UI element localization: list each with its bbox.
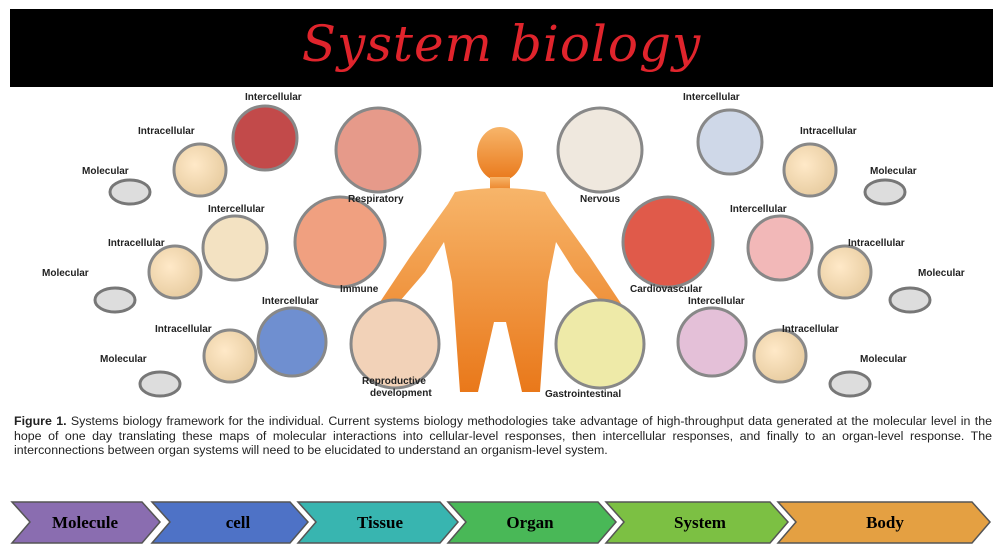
step-label-system: System xyxy=(674,513,726,532)
nervous-chain xyxy=(558,108,905,204)
step-body: Body xyxy=(778,502,990,543)
systems-biology-diagram: Intercellular Intracellular Molecular Re… xyxy=(0,92,1003,410)
page-title: System biology xyxy=(10,15,993,73)
step-system: System xyxy=(606,502,788,543)
gastrointestinal-chain xyxy=(556,300,870,396)
cardiovascular-molecular-label: Molecular xyxy=(918,268,965,279)
nervous-intracellular-label: Intracellular xyxy=(800,126,857,137)
nervous-intercellular-label: Intercellular xyxy=(683,92,740,103)
step-label-organ: Organ xyxy=(506,513,554,532)
respiratory-intracellular-label: Intracellular xyxy=(138,126,195,137)
reproductive-molecular-label: Molecular xyxy=(100,354,147,365)
respiratory-chain xyxy=(110,106,420,204)
caption-text: Systems biology framework for the indivi… xyxy=(14,414,992,457)
reproductive-intercellular-label: Intercellular xyxy=(262,296,319,307)
gastrointestinal-intercellular-label: Intercellular xyxy=(688,296,745,307)
step-organ: Organ xyxy=(448,502,616,543)
cardiovascular-organ-label: Cardiovascular xyxy=(630,284,702,295)
step-cell: cell xyxy=(152,502,308,543)
immune-organ-label: Immune xyxy=(340,284,379,295)
step-label-body: Body xyxy=(866,513,904,532)
respiratory-intercellular-label: Intercellular xyxy=(245,92,302,103)
reproductive-organ-label-line1: Reproductive xyxy=(362,376,426,387)
gastrointestinal-intracellular-label: Intracellular xyxy=(782,324,839,335)
gastrointestinal-organ-label: Gastrointestinal xyxy=(545,389,621,400)
immune-molecular-label: Molecular xyxy=(42,268,89,279)
step-tissue: Tissue xyxy=(298,502,458,543)
step-molecule: Molecule xyxy=(12,502,160,543)
cardiovascular-intercellular-label: Intercellular xyxy=(730,204,787,215)
step-label-cell: cell xyxy=(226,513,251,532)
figure-caption: Figure 1. Systems biology framework for … xyxy=(14,414,992,458)
reproductive-intracellular-label: Intracellular xyxy=(155,324,212,335)
gastrointestinal-molecular-label: Molecular xyxy=(860,354,907,365)
immune-intracellular-label: Intracellular xyxy=(108,238,165,249)
immune-intercellular-label: Intercellular xyxy=(208,204,265,215)
nervous-organ-label: Nervous xyxy=(580,194,620,205)
hierarchy-arrow-row: Molecule cell Tissue Organ System Body xyxy=(0,498,1003,547)
caption-label: Figure 1. xyxy=(14,414,67,428)
title-banner: System biology xyxy=(10,9,993,87)
cardiovascular-intracellular-label: Intracellular xyxy=(848,238,905,249)
respiratory-organ-label: Respiratory xyxy=(348,194,404,205)
step-label-tissue: Tissue xyxy=(357,513,403,532)
respiratory-molecular-label: Molecular xyxy=(82,166,129,177)
nervous-molecular-label: Molecular xyxy=(870,166,917,177)
reproductive-organ-label-line2: development xyxy=(370,388,432,399)
step-label-molecule: Molecule xyxy=(52,513,119,532)
